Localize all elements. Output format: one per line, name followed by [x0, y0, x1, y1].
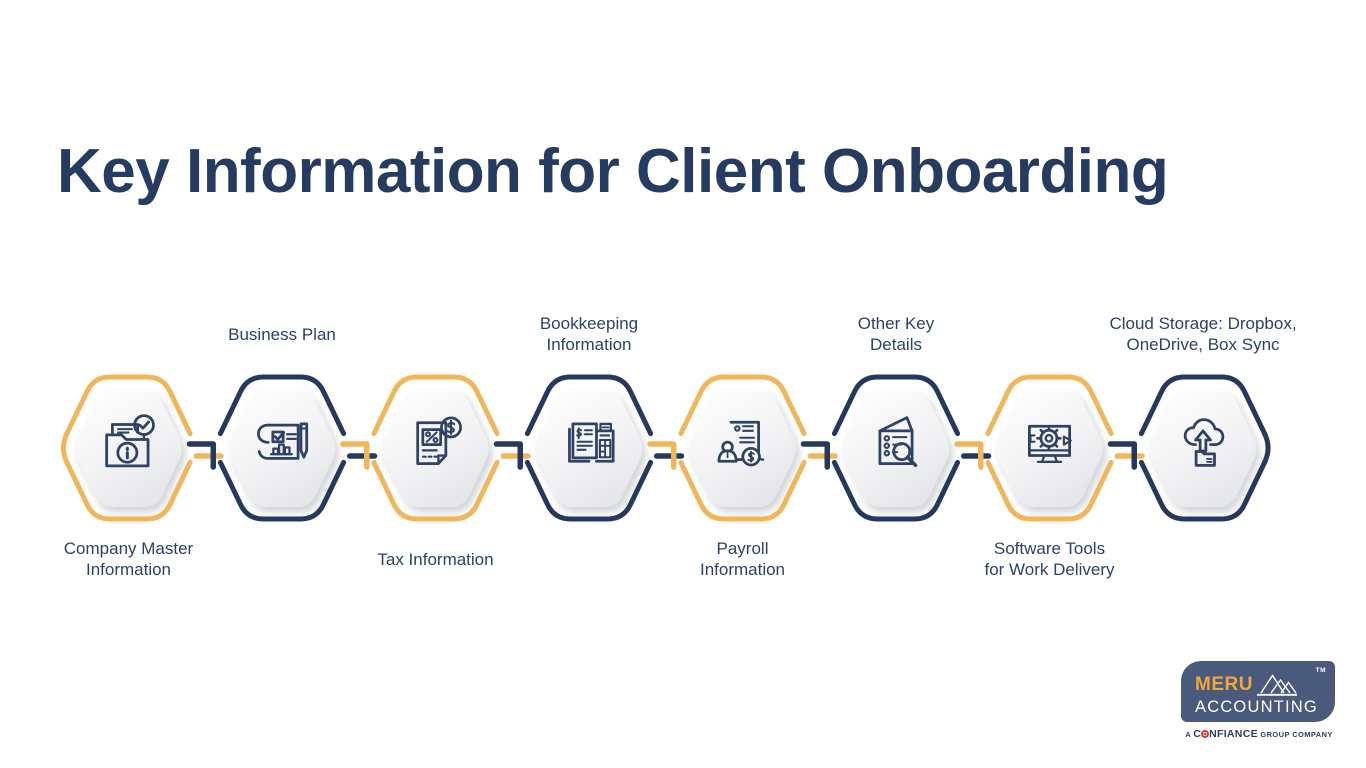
step-label-line: Software Tools: [993, 539, 1106, 558]
ledger-documents-icon: [568, 422, 615, 463]
folder-info-icon: [105, 414, 155, 468]
hexagon-software-tools: [985, 374, 1114, 522]
meru-accounting-logo: MERU TM ACCOUNTING: [1181, 661, 1335, 722]
step-label-line: Information: [85, 560, 172, 579]
connector-top-link: [340, 441, 370, 470]
step-label-line: Business Plan: [228, 324, 336, 344]
hexagon-payroll-information: [678, 374, 807, 522]
tagline-brand-rest: NFIANCE: [1209, 728, 1258, 740]
hexagon-company-master: [60, 374, 193, 522]
trademark-symbol: TM: [1315, 667, 1326, 674]
step-label-cloud-storage: Cloud Storage: Dropbox, OneDrive, Box Syn…: [1078, 312, 1328, 356]
tagline-brand-c: C: [1193, 728, 1202, 740]
logo-brand-row: MERU: [1195, 670, 1323, 696]
tagline-suffix: GROUP COMPANY: [1260, 730, 1333, 739]
payroll-person-icon: [717, 420, 765, 467]
step-label-line: Payroll: [716, 539, 769, 558]
hexagon-tile: [535, 390, 643, 508]
hexagon-business-plan: [217, 374, 347, 522]
step-label-business-plan: Business Plan: [157, 312, 407, 356]
page-title: Key Information for Client Onboarding: [57, 137, 1169, 206]
logo-brand-text: MERU: [1195, 674, 1253, 695]
hexagon-tile: [382, 390, 489, 508]
step-label-line: OneDrive, Box Sync: [1126, 335, 1280, 354]
connector-top-link: [186, 441, 216, 470]
connector-top-link: [800, 441, 830, 470]
software-gear-monitor-icon: [1027, 424, 1072, 464]
step-label-line: Details: [870, 335, 922, 354]
checklist-magnifier-icon: [878, 416, 918, 468]
logo-tagline: A C NFIANCE GROUP COMPANY: [1181, 728, 1337, 740]
step-label-line: Bookkeeping: [539, 314, 639, 333]
step-label-line: Information: [699, 560, 786, 579]
hexagon-cloud-storage: [1138, 374, 1271, 522]
hexagon-tile: [1149, 390, 1257, 508]
step-label-line: for Work Delivery: [984, 560, 1115, 579]
step-label-line: Company Master: [63, 539, 194, 558]
logo-word-text: ACCOUNTING: [1195, 698, 1318, 716]
step-label-tax-information: Tax Information: [311, 537, 561, 581]
cloud-upload-folder-icon: [1183, 418, 1225, 467]
confiance-o-mark: [1201, 730, 1210, 738]
step-label-line: Information: [546, 335, 632, 354]
step-label-line: Cloud Storage: Dropbox,: [1109, 314, 1297, 333]
mountains-icon: [1256, 674, 1297, 696]
connector-top-link: [954, 441, 984, 470]
step-label-line: Tax Information: [377, 549, 494, 569]
process-strip: [0, 368, 1366, 538]
connector-top-link: [493, 441, 523, 470]
step-label-software-tools: Software Tools for Work Delivery: [925, 537, 1175, 581]
hexagon-tile: [842, 390, 950, 508]
connector-top-link: [1107, 441, 1137, 470]
hexagon-tax-information: [371, 374, 500, 522]
connector-top-link: [647, 441, 677, 470]
hexagon-bookkeeping-information: [524, 374, 654, 522]
tagline-prefix: A: [1185, 730, 1191, 739]
tax-document-icon: [416, 416, 462, 465]
hexagon-tile: [689, 390, 796, 508]
hexagon-other-key-details: [831, 374, 961, 522]
step-label-line: Other Key: [857, 314, 935, 333]
business-plan-icon: [257, 422, 309, 460]
hexagon-tile: [228, 390, 336, 508]
